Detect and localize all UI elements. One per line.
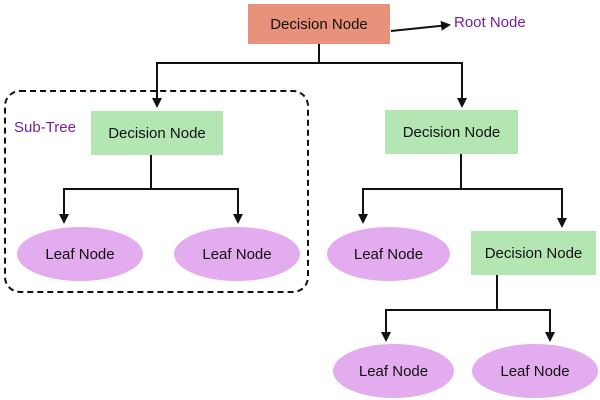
connector-root-right (319, 62, 467, 108)
leaf-node-label: Leaf Node (202, 245, 272, 263)
leaf-node-2: Leaf Node (174, 227, 300, 281)
decision-node-lower: Decision Node (471, 231, 596, 275)
leaf-node-5: Leaf Node (472, 344, 598, 398)
subtree-label: Sub-Tree (14, 119, 76, 136)
leaf-node-label: Leaf Node (358, 362, 429, 380)
connector-d2-right (461, 188, 567, 228)
connector-d1-right (151, 188, 243, 224)
decision-node-left: Decision Node (91, 111, 223, 155)
decision-node-label: Decision Node (402, 123, 501, 141)
leaf-node-label: Leaf Node (353, 245, 424, 263)
root-annotation-arrow (390, 20, 451, 32)
root-decision-node-label: Decision Node (270, 15, 368, 33)
decision-node-label: Decision Node (108, 124, 206, 142)
leaf-node-3: Leaf Node (327, 227, 450, 281)
leaf-node-label: Leaf Node (45, 245, 115, 263)
root-decision-node: Decision Node (248, 4, 390, 44)
leaf-node-label: Leaf Node (500, 362, 570, 380)
leaf-node-4: Leaf Node (333, 344, 454, 398)
decision-node-label: Decision Node (484, 244, 583, 262)
connector-d3-right (497, 309, 555, 342)
decision-node-right: Decision Node (385, 110, 518, 154)
connector-d1-left (59, 155, 152, 224)
connector-d2-left (358, 154, 462, 224)
root-node-annotation: Root Node (454, 14, 526, 31)
connector-root-left (152, 44, 320, 108)
connector-d3-left (381, 275, 498, 342)
leaf-node-1: Leaf Node (17, 227, 143, 281)
